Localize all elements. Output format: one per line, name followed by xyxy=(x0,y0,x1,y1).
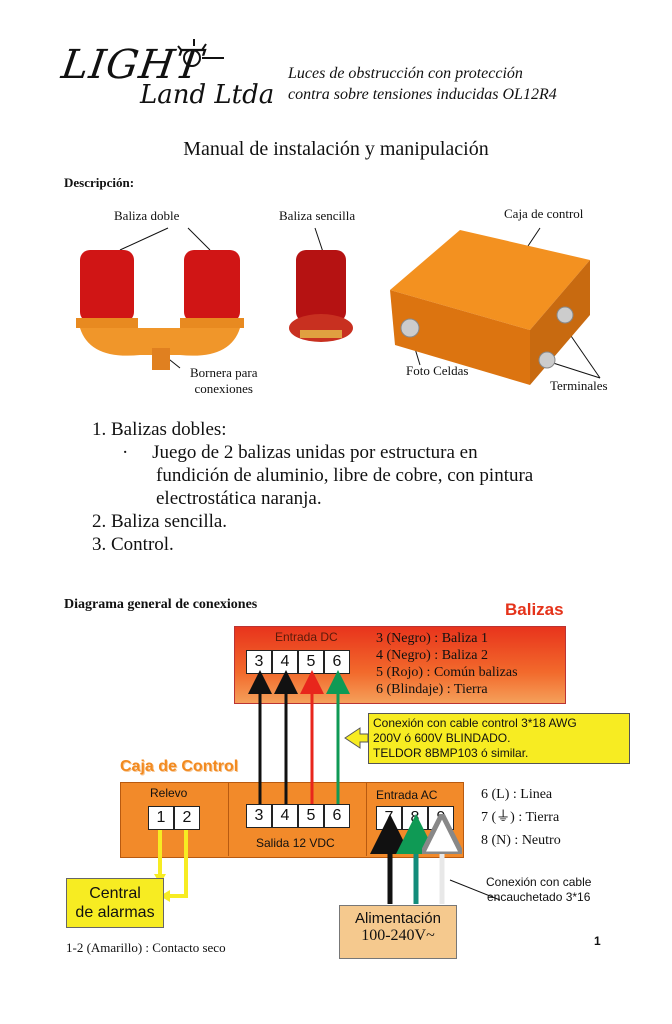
contacto-seco-note: 1-2 (Amarillo) : Contacto seco xyxy=(66,940,226,955)
central-alarmas-box: Central de alarmas xyxy=(66,878,164,928)
terminal: 5 xyxy=(298,804,324,828)
terminal: 6 xyxy=(324,804,350,828)
salida-label: Salida 12 VDC xyxy=(256,836,335,850)
cable-note-ac: Conexión con cable encauchetado 3*16 xyxy=(486,875,592,904)
diagram-heading: Diagrama general de conexiones xyxy=(64,597,258,612)
terminal: 4 xyxy=(272,804,298,828)
list-item: · Juego de 2 balizas unidas por estructu… xyxy=(122,442,478,463)
label-caja-control: Caja de control xyxy=(504,206,584,221)
list-item: 1. Balizas dobles: xyxy=(92,419,227,440)
relevo-terminals: 1 2 xyxy=(148,806,200,830)
note-arrow xyxy=(344,727,369,749)
terminal: 2 xyxy=(174,806,200,830)
entrada-ac-label: Entrada AC xyxy=(376,788,438,802)
balizas-title: Balizas xyxy=(505,600,564,619)
list-item: fundición de aluminio, libre de cobre, c… xyxy=(156,465,534,486)
label-terminales: Terminales xyxy=(550,378,608,393)
entrada-dc-legend: 3 (Negro) : Baliza 1 4 (Negro) : Baliza … xyxy=(376,631,518,697)
list-item: electrostática naranja. xyxy=(156,488,322,509)
product-photos xyxy=(76,227,601,385)
caja-control-photo xyxy=(390,230,590,385)
baliza-sencilla-photo xyxy=(289,250,353,342)
logo-land: Land Ltda xyxy=(140,80,275,110)
logo-sun-icon xyxy=(177,39,224,67)
label-foto-celdas: Foto Celdas xyxy=(406,363,469,378)
page-title: Manual de instalación y manipulación xyxy=(183,138,489,160)
label-bornera: Bornera para conexiones xyxy=(190,365,258,396)
salida-terminals: 3 4 5 6 xyxy=(246,804,350,828)
terminal: 3 xyxy=(246,804,272,828)
cable-pointer xyxy=(449,879,501,901)
tagline: Luces de obstrucción con protección cont… xyxy=(288,65,557,103)
description-heading: Descripción: xyxy=(64,175,135,190)
relevo-label: Relevo xyxy=(150,786,188,800)
entrada-dc-label: Entrada DC xyxy=(275,630,338,644)
list-item: 2. Baliza sencilla. xyxy=(92,511,228,532)
label-baliza-doble: Baliza doble xyxy=(114,208,180,223)
baliza-doble-photo xyxy=(76,250,244,370)
alimentacion-box: Alimentación 100-240V~ xyxy=(339,905,457,959)
entrada-ac-legend: 6 (L) : Linea 7 (⏚) : Tierra 8 (N) : Neu… xyxy=(481,787,561,848)
list-item: 3. Control. xyxy=(92,534,174,555)
page-number: 1 xyxy=(594,934,601,948)
divider xyxy=(228,782,229,856)
label-baliza-sencilla: Baliza sencilla xyxy=(279,208,356,223)
terminal: 1 xyxy=(148,806,174,830)
dc-wires xyxy=(248,670,350,804)
cable-note: Conexión con cable control 3*18 AWG 200V… xyxy=(368,713,630,764)
divider xyxy=(366,782,367,856)
ac-wires xyxy=(370,814,442,904)
description-list: 1. Balizas dobles: · Juego de 2 balizas … xyxy=(92,418,533,556)
caja-control-title: Caja de Control xyxy=(120,758,239,775)
